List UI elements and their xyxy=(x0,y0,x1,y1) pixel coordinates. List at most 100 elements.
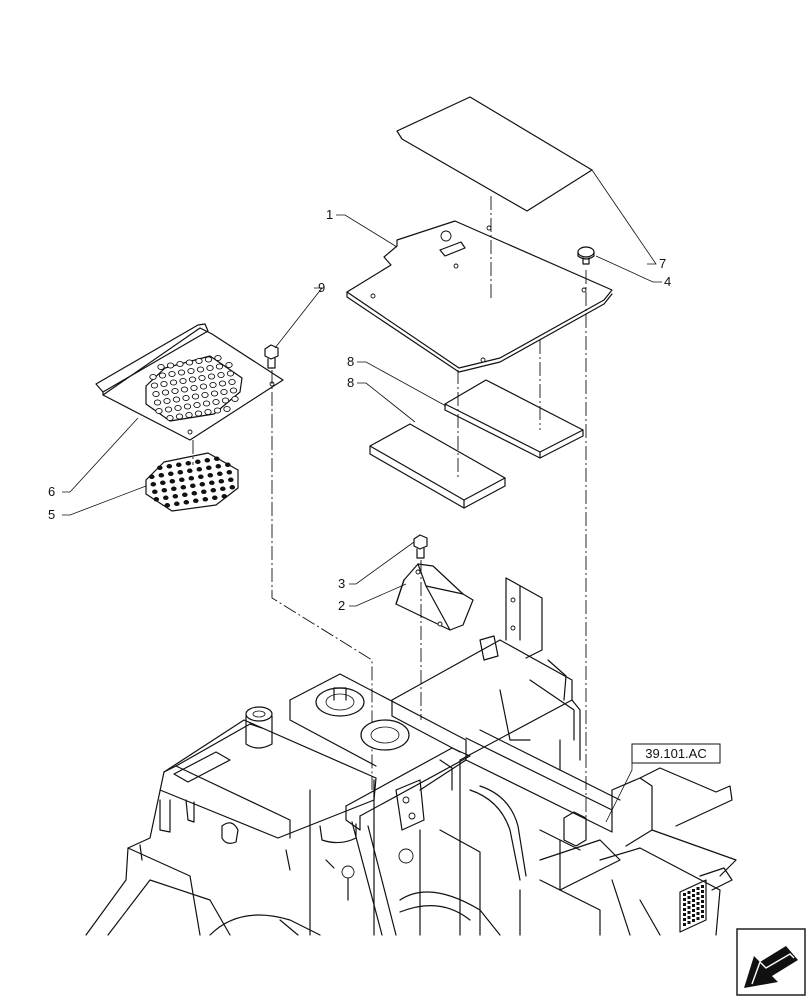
perforation-hole xyxy=(152,489,158,495)
perforation-hole xyxy=(214,456,220,462)
perforation-hole xyxy=(164,406,173,413)
perforation-hole xyxy=(180,485,187,490)
perforation-hole xyxy=(182,492,188,498)
perforation-hole xyxy=(179,377,187,385)
callout-6: 6 xyxy=(48,484,55,499)
perforation-hole xyxy=(225,361,233,369)
callout-5: 5 xyxy=(48,507,55,522)
grille-cell xyxy=(696,892,700,895)
assembly-centerlines xyxy=(192,196,587,820)
perforation-hole xyxy=(161,389,170,396)
perforation-hole xyxy=(206,364,214,372)
part-6-perforated-plate xyxy=(95,323,284,441)
perforation-hole xyxy=(164,503,171,508)
grille-cell xyxy=(692,899,695,902)
grille-cell xyxy=(701,895,704,898)
part-1-floor-plate xyxy=(346,220,613,373)
perforation-hole xyxy=(182,394,190,402)
perforation-hole xyxy=(160,480,166,486)
grille-cell xyxy=(692,919,695,922)
perforation-hole xyxy=(218,380,227,387)
perforation-hole xyxy=(193,401,201,409)
perforation-hole xyxy=(210,488,217,493)
perforation-hole xyxy=(210,390,219,397)
part-5-grille xyxy=(145,452,239,512)
perforation-hole xyxy=(229,485,236,490)
perforation-hole xyxy=(153,497,160,502)
part-9-bolt xyxy=(264,344,279,369)
grille-cell xyxy=(701,900,704,903)
perforation-hole xyxy=(196,366,205,373)
perforation-hole xyxy=(177,369,186,376)
callout-2: 2 xyxy=(338,598,345,613)
perforation-hole xyxy=(149,373,157,381)
grille-cell xyxy=(692,894,695,897)
perforation-hole xyxy=(198,374,206,382)
perforation-hole xyxy=(204,408,212,416)
perforation-hole xyxy=(198,474,204,480)
perforation-hole xyxy=(231,395,239,403)
part-7-sheet xyxy=(396,96,593,212)
grille-cell xyxy=(683,908,686,911)
perforation-hole xyxy=(218,479,225,484)
grille-cell xyxy=(696,907,700,910)
perforation-hole xyxy=(169,479,176,484)
grille-cell xyxy=(683,923,686,926)
perforation-hole xyxy=(149,474,155,480)
perforation-hole xyxy=(190,384,198,392)
perforation-hole xyxy=(217,371,225,379)
perforation-hole xyxy=(175,413,184,420)
perforation-hole xyxy=(193,498,199,504)
callout-3: 3 xyxy=(338,576,345,591)
perforation-hole xyxy=(177,470,184,475)
part-8-pad-lower xyxy=(369,423,506,509)
perforation-hole xyxy=(150,382,159,389)
grille-cell xyxy=(701,905,704,908)
perforation-hole xyxy=(220,388,228,396)
perforation-hole xyxy=(228,378,236,386)
perforation-hole xyxy=(171,387,179,395)
perforation-hole xyxy=(229,387,238,394)
perforation-hole xyxy=(179,477,185,483)
grille-cell xyxy=(701,890,704,893)
grille-cell xyxy=(683,893,686,896)
perforation-hole xyxy=(223,405,231,413)
perforation-hole xyxy=(225,462,231,468)
perforation-hole xyxy=(168,471,174,477)
perforation-hole xyxy=(195,357,203,365)
perforation-hole xyxy=(150,482,157,487)
perforation-hole xyxy=(166,362,175,369)
radiator-grille xyxy=(683,885,704,926)
perforation-hole xyxy=(188,476,195,481)
leader-lines xyxy=(62,169,662,823)
grille-cell xyxy=(687,896,691,899)
perforation-hole xyxy=(169,379,178,386)
perforation-hole xyxy=(183,500,190,505)
reference-label[interactable]: 39.101.AC xyxy=(645,746,706,761)
perforation-hole xyxy=(212,495,218,501)
perforation-hole xyxy=(163,397,171,405)
perforation-hole xyxy=(196,467,203,472)
arrow-back-icon[interactable] xyxy=(736,928,806,996)
grille-cell xyxy=(683,918,686,921)
perforation-hole xyxy=(157,465,163,471)
perforation-hole xyxy=(185,359,194,366)
grille-cell xyxy=(696,902,700,905)
perforation-hole xyxy=(228,477,234,483)
grille-cell xyxy=(696,917,700,920)
perforation-hole xyxy=(163,495,169,501)
perforation-hole xyxy=(190,483,196,489)
perforation-hole xyxy=(195,459,201,465)
grille-cell xyxy=(701,910,704,913)
grille-cell xyxy=(692,909,695,912)
perforation-hole xyxy=(187,367,195,375)
perforation-hole xyxy=(201,489,207,495)
grille-cell xyxy=(692,914,695,917)
grille-cell xyxy=(696,912,700,915)
perforation-pattern-upper xyxy=(149,354,239,422)
perforation-hole xyxy=(215,464,222,469)
callout-4: 4 xyxy=(664,274,671,289)
perforation-hole xyxy=(166,464,173,469)
reference-link-box[interactable]: 39.101.AC xyxy=(631,743,721,764)
grille-cell xyxy=(687,911,691,914)
